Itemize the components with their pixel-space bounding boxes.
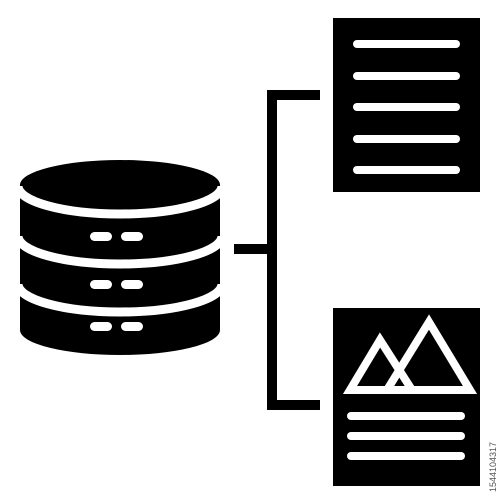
side-id-label: 1544104317 bbox=[488, 392, 500, 492]
image-document-icon bbox=[333, 308, 480, 486]
database-icon bbox=[13, 160, 227, 355]
text-document-icon bbox=[333, 18, 480, 192]
mountain-icon bbox=[342, 314, 478, 394]
side-id-text: 1544104317 bbox=[488, 441, 498, 492]
connector-lines bbox=[234, 90, 320, 410]
